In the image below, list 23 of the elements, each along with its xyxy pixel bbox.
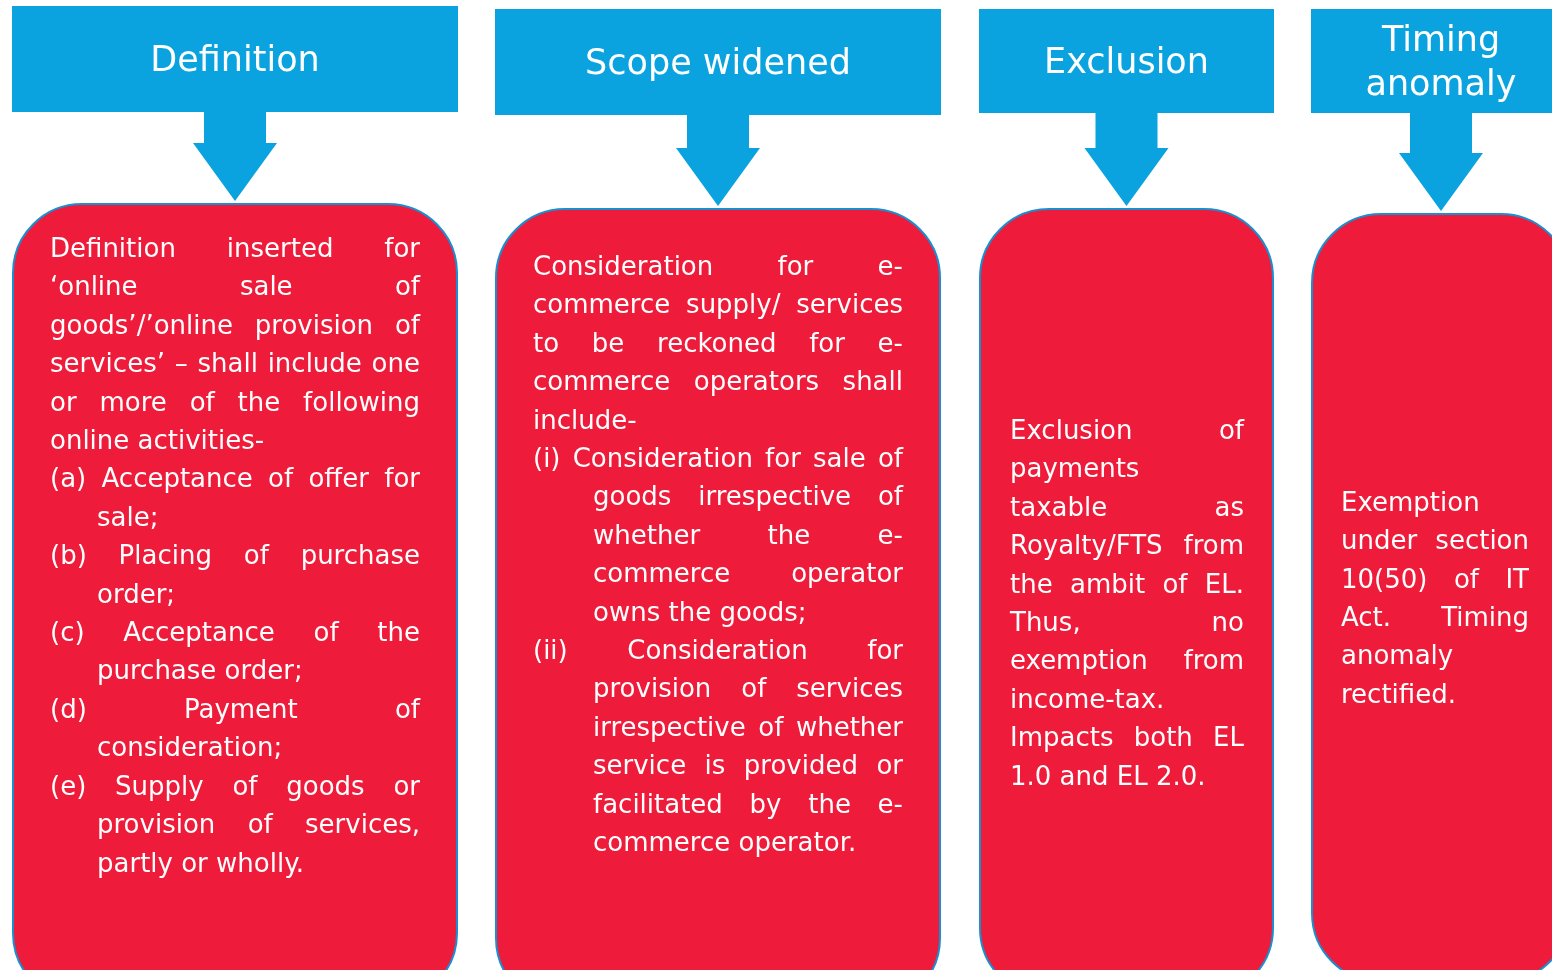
block-arrow	[193, 112, 277, 201]
body-text: Exemption under section 10(50) of IT Act. Timing anomaly rectified.	[1341, 485, 1529, 711]
block-arrow	[676, 115, 760, 206]
header-box: Definition	[12, 6, 458, 112]
body-text: Definition inserted for ‘online sale of goods’/’online provision of services’ – shall include one or more of the following online activities-	[50, 232, 420, 458]
list-item: (e) Supply of goods or provision of services, partly or wholly.	[50, 769, 420, 880]
header-box: Exclusion	[979, 9, 1274, 113]
block-arrow	[1084, 113, 1169, 206]
content-box	[979, 208, 1274, 970]
list-item: (a) Acceptance of offer for sale;	[50, 462, 420, 534]
content-box	[1311, 213, 1552, 970]
list-item: (i) Consideration for sale of goods irrespective of whether the e-commerce operator owns the goods;	[533, 442, 903, 629]
content-box	[12, 203, 458, 970]
list-item: (c) Acceptance of the purchase order;	[50, 616, 420, 688]
list-item: (ii) Consideration for provision of services irrespective of whether service is provided or facilitated by the e-commerce operator.	[533, 634, 903, 860]
content-box	[495, 208, 941, 970]
header-box: Timing anomaly	[1311, 9, 1552, 113]
body-text: Consideration for e-commerce supply/ services to be reckoned for e-commerce operators shall include-	[533, 250, 903, 437]
block-arrow	[1399, 113, 1483, 211]
body-text: Exclusion of payments taxable as Royalty/FTS from the ambit of EL. Thus, no exemption from income-tax. Impacts both EL 1.0 and EL 2.0.	[1010, 413, 1244, 793]
list-item: (d) Payment of consideration;	[50, 692, 420, 765]
list-item: (b) Placing of purchase order;	[50, 539, 420, 611]
header-box: Scope widened	[495, 9, 941, 115]
